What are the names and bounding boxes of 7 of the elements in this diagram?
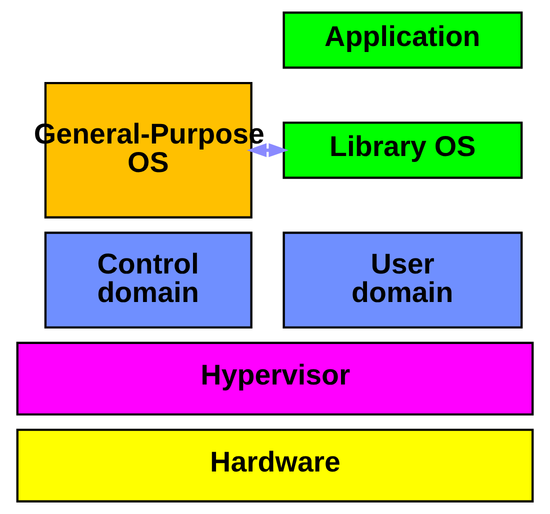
node-box: Control domain (44, 232, 252, 329)
node-box: Library OS (282, 122, 523, 179)
arrow (246, 143, 289, 158)
node-box: Hypervisor (16, 342, 534, 416)
node-box: Hardware (16, 428, 534, 502)
node-box: Application (282, 12, 523, 69)
node-box: User domain (282, 232, 523, 329)
